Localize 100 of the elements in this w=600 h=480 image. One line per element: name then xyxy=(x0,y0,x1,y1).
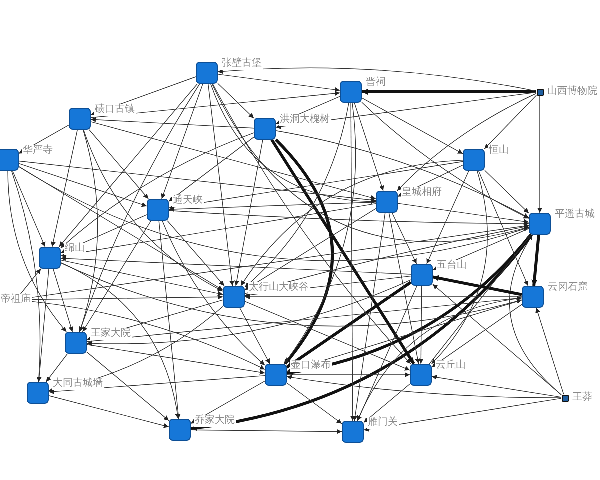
node-label: 王莽 xyxy=(572,392,594,404)
arrow xyxy=(274,138,334,365)
arrow xyxy=(218,68,537,92)
arrow xyxy=(12,170,46,248)
arrow xyxy=(32,224,530,298)
arrow xyxy=(18,160,376,203)
arrow xyxy=(48,375,266,394)
arrow xyxy=(234,140,264,286)
arrow xyxy=(208,84,235,286)
arrow xyxy=(286,372,410,378)
arrow xyxy=(484,95,537,150)
arrow xyxy=(11,170,42,382)
arrow xyxy=(82,220,152,332)
arrow xyxy=(32,301,266,370)
arrow xyxy=(432,275,522,296)
node-label: 平遥古城 xyxy=(554,209,596,221)
arrow xyxy=(168,136,254,202)
arrow xyxy=(48,396,170,428)
arrow xyxy=(362,98,464,154)
node-label: 雁门关 xyxy=(367,417,399,429)
arrow xyxy=(78,130,98,332)
arrow xyxy=(244,208,376,291)
arrow xyxy=(53,268,74,332)
arrow xyxy=(168,161,464,210)
arrow xyxy=(90,91,340,118)
arrow xyxy=(218,74,340,92)
arrow xyxy=(18,166,530,261)
node-label: 云丘山 xyxy=(435,360,467,372)
arrow xyxy=(362,89,536,95)
node-label: 壶口瀑布 xyxy=(290,360,332,372)
arrow xyxy=(161,84,204,200)
arrow xyxy=(240,308,270,364)
arrow xyxy=(90,117,254,129)
node-label: 通天峡 xyxy=(172,195,204,207)
arrow xyxy=(50,130,78,248)
arrow xyxy=(398,203,530,224)
node-label: 碛口古镇 xyxy=(94,104,136,116)
arrow xyxy=(60,262,522,327)
arrow xyxy=(168,202,376,212)
arrow xyxy=(484,170,530,214)
arrow xyxy=(392,212,418,264)
arrow xyxy=(352,212,386,422)
arrow xyxy=(60,256,412,275)
arrow xyxy=(90,122,376,200)
node-label: 山西博物院 xyxy=(546,86,598,98)
arrow xyxy=(532,234,540,286)
node-label: 张壁古堡 xyxy=(221,58,263,70)
node-label: 恒山 xyxy=(488,145,510,157)
arrow xyxy=(286,382,342,424)
arrow xyxy=(79,84,200,332)
arrow xyxy=(46,354,68,382)
arrow xyxy=(18,166,224,291)
arrow xyxy=(83,130,224,292)
arrow xyxy=(18,163,148,208)
node-label: 王家大院 xyxy=(90,328,132,340)
arrow xyxy=(286,281,412,369)
arrow xyxy=(8,170,67,332)
arrow xyxy=(478,170,529,286)
node-label: 云冈石窟 xyxy=(547,282,589,294)
arrow xyxy=(60,262,180,420)
arrow xyxy=(429,234,532,364)
node-label: 皇城相府 xyxy=(401,187,443,199)
node-label: 乔家大院 xyxy=(194,415,236,427)
arrow xyxy=(432,170,488,364)
arrow xyxy=(20,268,42,294)
arrow xyxy=(58,84,198,248)
node-label: 晋祠 xyxy=(365,77,387,89)
arrow xyxy=(244,294,522,300)
arrow xyxy=(244,102,350,288)
arrow xyxy=(190,234,533,431)
arrow xyxy=(32,294,224,300)
arrow xyxy=(86,280,412,346)
node-label: 华严寺 xyxy=(22,145,54,157)
arrow xyxy=(418,286,424,364)
arrow xyxy=(432,284,562,396)
arrow xyxy=(432,304,522,368)
arrow xyxy=(350,102,356,422)
arrow xyxy=(86,296,522,342)
arrow xyxy=(60,132,254,249)
arrow xyxy=(270,139,416,365)
arrow xyxy=(60,260,224,296)
arrow xyxy=(168,210,530,226)
arrow xyxy=(388,212,420,364)
arrow xyxy=(36,268,50,382)
arrow xyxy=(426,170,470,264)
node-label: 帝祖庙 xyxy=(0,294,32,306)
node-label: 大同古城墙 xyxy=(52,378,104,390)
arrow xyxy=(284,102,356,364)
arrow xyxy=(86,352,170,422)
arrow xyxy=(286,375,562,398)
node-label: 绵山 xyxy=(64,243,86,255)
arrow xyxy=(536,308,564,395)
arrow xyxy=(538,95,542,214)
arrow xyxy=(212,84,412,364)
arrow xyxy=(218,83,254,119)
arrow xyxy=(354,102,384,192)
node-label: 五台山 xyxy=(436,260,468,272)
arrow xyxy=(509,234,562,396)
node-label: 太行山大峡谷 xyxy=(248,282,310,294)
arrow xyxy=(158,220,181,420)
